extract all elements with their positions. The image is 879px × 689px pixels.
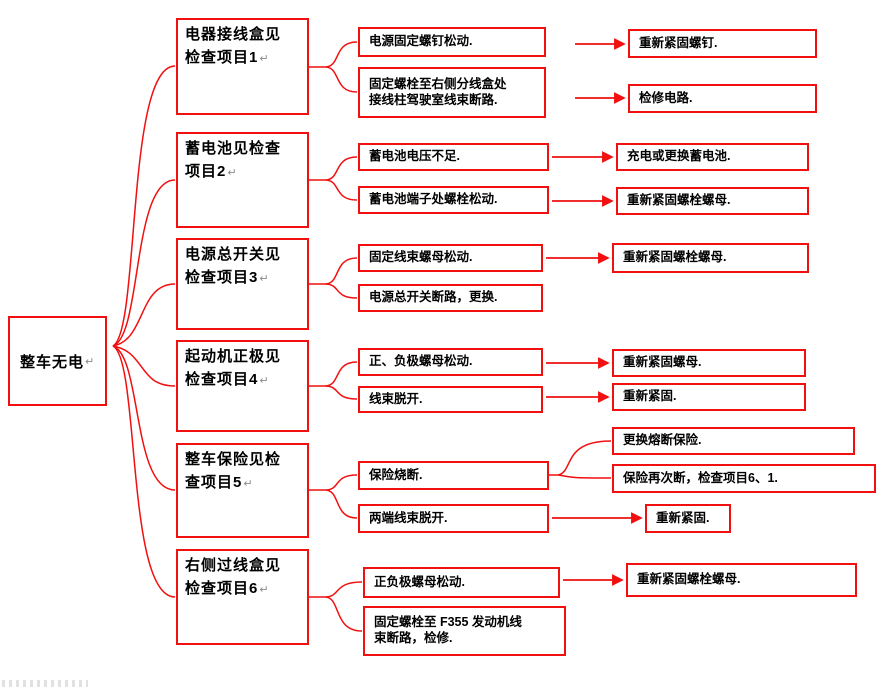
cause-box-1-2: 固定螺栓至右侧分线盒处 接线柱驾驶室线束断路. [358, 67, 546, 118]
return-mark: ↵ [259, 52, 270, 65]
branch-5-label: 整车保险见检 查项目5 [185, 451, 282, 491]
fork-branch-6 [309, 581, 363, 632]
remedy-5-2-text: 保险再次断，检查项目6、1. [623, 470, 778, 485]
cause-6-2-text: 固定螺栓至 F355 发动机线 束断路，检修. [374, 615, 522, 645]
return-mark: ↵ [243, 477, 254, 490]
remedy-1-1-text: 重新紧固螺钉. [639, 35, 718, 50]
remedy-box-1-2: 检修电路. [628, 84, 817, 113]
remedy-6-1-text: 重新紧固螺栓螺母. [637, 572, 741, 587]
branch-node-3: 电源总开关见 检查项目3↵ [176, 238, 309, 330]
branch-node-2: 蓄电池见检查 项目2↵ [176, 132, 309, 228]
branch-node-6: 右侧过线盒见 检查项目6↵ [176, 549, 309, 645]
branch-node-5: 整车保险见检 查项目5↵ [176, 443, 309, 538]
remedy-2-2-text: 重新紧固螺栓螺母. [627, 193, 731, 208]
branch-1-label: 电器接线盒见 检查项目1 [185, 26, 282, 66]
branch-node-1: 电器接线盒见 检查项目1↵ [176, 18, 309, 115]
cause-2-2-text: 蓄电池端子处螺栓松动. [369, 192, 498, 207]
connector-root-to-branch-4 [112, 345, 176, 387]
cause-5-1-text: 保险烧断. [369, 467, 423, 482]
remedy-5-3-text: 重新紧固. [656, 510, 710, 525]
cause-2-1-text: 蓄电池电压不足. [369, 149, 460, 164]
remedy-1-2-text: 检修电路. [639, 90, 693, 105]
remedy-3-1-text: 重新紧固螺栓螺母. [623, 250, 727, 265]
branch-3-label: 电源总开关见 检查项目3 [185, 246, 282, 286]
cause-1-2-text: 固定螺栓至右侧分线盒处 接线柱驾驶室线束断路. [369, 76, 507, 107]
root-node: 整车无电↵ [8, 316, 107, 406]
fork-fuse-blown-remedies [549, 440, 612, 479]
connector-root-to-branch-1 [112, 65, 176, 347]
cause-box-1-1: 电源固定螺钉松动. [358, 27, 546, 57]
return-mark: ↵ [85, 355, 96, 368]
fork-branch-4 [309, 361, 358, 400]
remedy-4-2-text: 重新紧固. [623, 389, 677, 404]
branch-node-4: 起动机正极见 检查项目4↵ [176, 340, 309, 432]
connector-root-to-branch-5 [112, 345, 176, 491]
cause-1-1-text: 电源固定螺钉松动. [369, 34, 473, 49]
remedy-box-2-1: 充电或更换蓄电池. [616, 143, 809, 171]
remedy-box-6-1: 重新紧固螺栓螺母. [626, 563, 857, 597]
branch-4-label: 起动机正极见 检查项目4 [185, 348, 282, 388]
fork-branch-5 [309, 474, 358, 519]
branch-2-label: 蓄电池见检查 项目2 [185, 140, 282, 180]
connector-root-to-branch-6 [112, 345, 176, 598]
remedy-5-1-text: 更换熔断保险. [623, 433, 702, 448]
remedy-box-2-2: 重新紧固螺栓螺母. [616, 187, 809, 215]
remedy-box-5-1: 更换熔断保险. [612, 427, 855, 455]
remedy-2-1-text: 充电或更换蓄电池. [627, 149, 731, 164]
remedy-4-1-text: 重新紧固螺母. [623, 355, 702, 370]
root-label: 整车无电 [20, 353, 85, 371]
cause-box-5-2: 两端线束脱开. [358, 504, 549, 533]
connector-root-to-branch-3 [112, 283, 176, 347]
cause-box-3-1: 固定线束螺母松动. [358, 244, 543, 272]
return-mark: ↵ [259, 583, 270, 596]
cause-box-2-2: 蓄电池端子处螺栓松动. [358, 186, 549, 214]
cause-4-2-text: 线束脱开. [369, 391, 423, 406]
return-mark: ↵ [259, 272, 270, 285]
branch-6-label: 右侧过线盒见 检查项目6 [185, 557, 282, 597]
fork-branch-2 [309, 156, 358, 201]
remedy-box-5-2: 保险再次断，检查项目6、1. [612, 464, 876, 493]
return-mark: ↵ [259, 374, 270, 387]
remedy-box-4-2: 重新紧固. [612, 383, 806, 411]
cause-box-3-2: 电源总开关断路，更换. [358, 284, 543, 312]
cause-3-1-text: 固定线束螺母松动. [369, 250, 473, 265]
cause-6-1-text: 正负极螺母松动. [374, 574, 465, 589]
return-mark: ↵ [227, 166, 238, 179]
fork-branch-3 [309, 257, 358, 299]
cause-box-4-1: 正、负极螺母松动. [358, 348, 543, 376]
remedy-box-5-3: 重新紧固. [645, 504, 731, 533]
cause-box-6-2: 固定螺栓至 F355 发动机线 束断路，检修. [363, 606, 566, 656]
cause-box-2-1: 蓄电池电压不足. [358, 143, 549, 171]
fork-branch-1 [309, 41, 358, 93]
scan-artifact [2, 680, 88, 687]
cause-3-2-text: 电源总开关断路，更换. [369, 290, 498, 305]
remedy-box-3-1: 重新紧固螺栓螺母. [612, 243, 809, 273]
cause-box-5-1: 保险烧断. [358, 461, 549, 490]
cause-5-2-text: 两端线束脱开. [369, 510, 448, 525]
connector-root-to-branch-2 [112, 179, 176, 347]
cause-box-6-1: 正负极螺母松动. [363, 567, 560, 598]
cause-4-1-text: 正、负极螺母松动. [369, 354, 473, 369]
remedy-box-1-1: 重新紧固螺钉. [628, 29, 817, 58]
remedy-box-4-1: 重新紧固螺母. [612, 349, 806, 377]
cause-box-4-2: 线束脱开. [358, 386, 543, 413]
